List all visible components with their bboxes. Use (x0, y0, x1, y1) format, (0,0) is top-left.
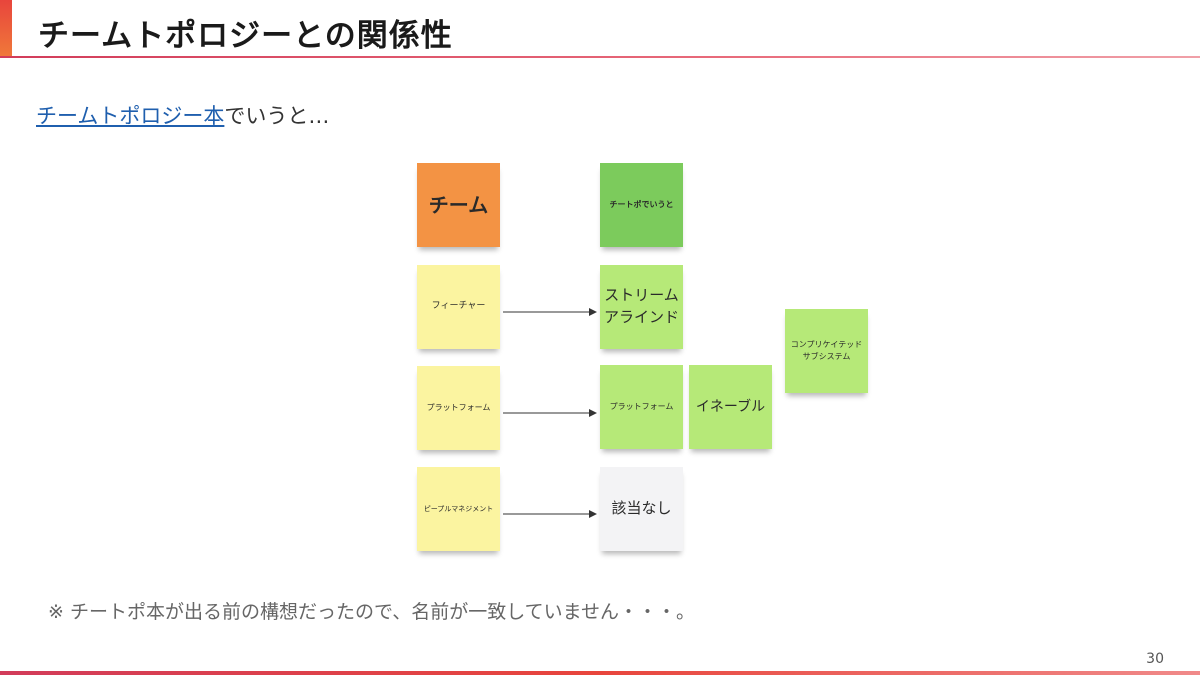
sticky-enabling: イネーブル (689, 365, 772, 449)
subtitle-text: でいうと… (224, 104, 330, 128)
bottom-accent-bar (0, 671, 1200, 675)
page-number: 30 (1146, 651, 1164, 667)
title-divider (0, 56, 1200, 58)
sticky-platform-right: プラットフォーム (600, 365, 683, 449)
title-accent-bar (0, 0, 12, 58)
slide-title: チームトポロジーとの関係性 (38, 18, 453, 54)
sticky-platform-left: プラットフォーム (417, 366, 500, 450)
sticky-people-management: ピープルマネジメント (417, 467, 500, 551)
footnote: ※ チートポ本が出る前の構想だったので、名前が一致していません・・・。 (48, 601, 696, 623)
sticky-stream-aligned: ストリーム アラインド (600, 265, 683, 349)
team-topologies-book-link[interactable]: チームトポロジー本 (36, 104, 225, 128)
subtitle: チームトポロジー本でいうと… (36, 100, 329, 130)
sticky-feature: フィーチャー (417, 265, 500, 349)
sticky-topology-header: チートポでいうと (600, 163, 683, 247)
sticky-team-header: チーム (417, 163, 500, 247)
sticky-complicated-subsystem: コンプリケイテッド サブシステム (785, 309, 868, 393)
sticky-not-applicable: 該当なし (600, 467, 683, 551)
